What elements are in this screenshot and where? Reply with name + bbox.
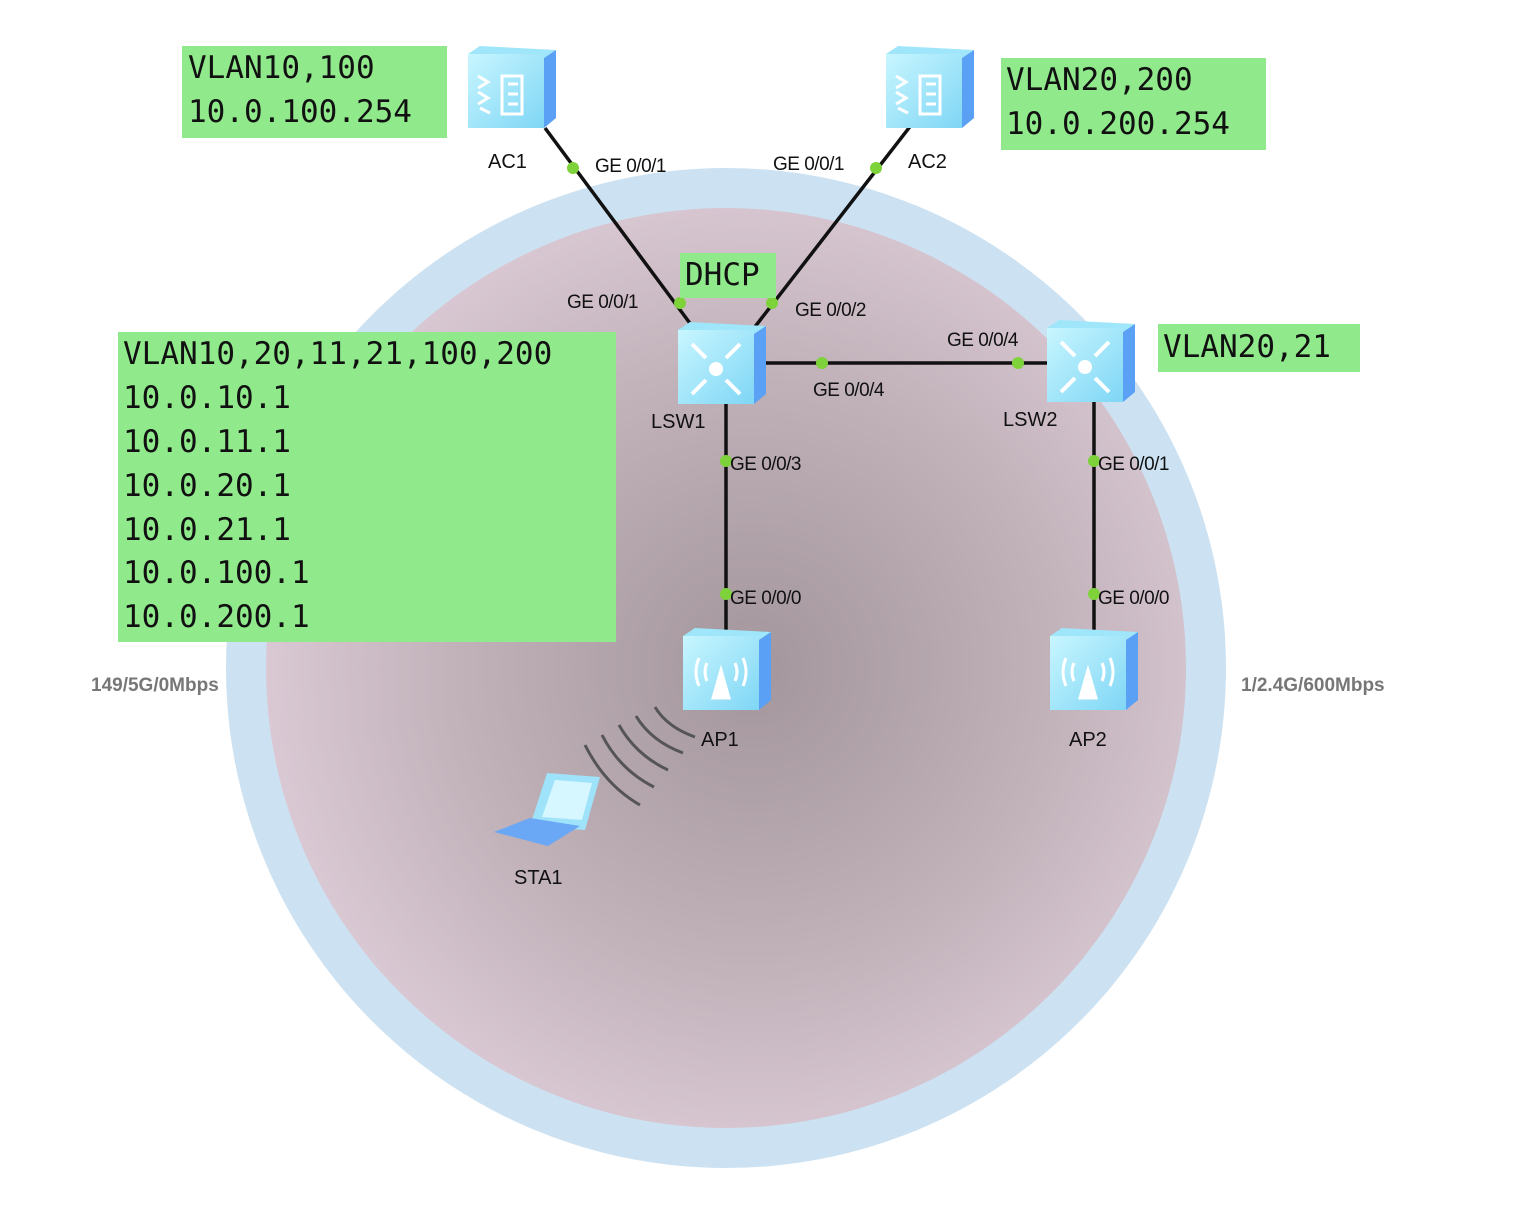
port-label: GE 0/0/1 [595, 156, 666, 177]
switch-icon [690, 342, 742, 396]
lsw1-device[interactable] [678, 322, 766, 404]
port-label: GE 0/0/1 [1098, 454, 1169, 475]
sta1-device[interactable] [494, 773, 600, 846]
note-line: DHCP [685, 257, 760, 293]
port-label: GE 0/0/4 [813, 380, 885, 401]
lsw2-label: LSW2 [1003, 409, 1057, 431]
links [543, 122, 1096, 632]
ap2-label: AP2 [1069, 729, 1107, 751]
port-dot [674, 297, 686, 309]
access-point-icon [1061, 657, 1115, 700]
ap1-device[interactable] [683, 628, 771, 710]
port-dot [1012, 357, 1024, 369]
port-dot [567, 162, 579, 174]
note-line: VLAN10,100 [188, 50, 375, 86]
port-dot [870, 162, 882, 174]
ac2-label: AC2 [908, 151, 947, 173]
link-ac1-lsw1[interactable] [543, 126, 694, 328]
port-dot [720, 455, 732, 467]
note-ac1[interactable]: VLAN10,100 10.0.100.254 [182, 46, 447, 138]
note-line: 10.0.100.1 [123, 555, 310, 591]
laptop-icon [494, 773, 600, 846]
port-dot [720, 588, 732, 600]
note-line: 10.0.10.1 [123, 380, 291, 416]
note-line: VLAN10,20,11,21,100,200 [123, 336, 552, 372]
note-lsw2[interactable]: VLAN20,21 [1158, 324, 1360, 372]
link-ac2-lsw1[interactable] [752, 122, 914, 330]
port-dot [766, 297, 778, 309]
note-lsw1[interactable]: VLAN10,20,11,21,100,200 10.0.10.1 10.0.1… [118, 332, 616, 642]
lsw1-label: LSW1 [651, 411, 705, 433]
port-label: GE 0/0/0 [1098, 588, 1169, 609]
ap2-radio-label: 1/2.4G/600Mbps [1241, 675, 1385, 696]
note-line: VLAN20,200 [1006, 62, 1193, 98]
ap1-label: AP1 [701, 729, 739, 751]
ac2-device[interactable] [886, 46, 974, 128]
note-line: 10.0.20.1 [123, 468, 291, 504]
access-controller-icon [895, 74, 942, 116]
port-dot [1088, 455, 1100, 467]
ap1-radio-label: 149/5G/0Mbps [91, 675, 219, 696]
note-line: 10.0.200.254 [1006, 106, 1230, 142]
note-line: 10.0.100.254 [188, 94, 412, 130]
note-line: 10.0.21.1 [123, 512, 291, 548]
note-line: VLAN20,21 [1163, 329, 1331, 365]
port-label: GE 0/0/0 [730, 588, 801, 609]
switch-icon [1059, 340, 1111, 394]
port-dot [816, 357, 828, 369]
access-point-icon [694, 657, 748, 700]
lsw2-device[interactable] [1047, 320, 1135, 402]
port-label: GE 0/0/1 [773, 154, 844, 175]
ap2-device[interactable] [1050, 628, 1138, 710]
port-label: GE 0/0/4 [947, 330, 1019, 351]
ac1-label: AC1 [488, 151, 527, 173]
note-line: 10.0.200.1 [123, 599, 310, 635]
note-line: 10.0.11.1 [123, 424, 291, 460]
port-label: GE 0/0/2 [795, 300, 866, 321]
port-label: GE 0/0/3 [730, 454, 801, 475]
port-dot [1088, 588, 1100, 600]
access-controller-icon [477, 74, 524, 116]
ac1-device[interactable] [468, 46, 556, 128]
note-dhcp[interactable]: DHCP [680, 253, 776, 298]
port-dots [567, 162, 1100, 600]
port-label: GE 0/0/1 [567, 292, 638, 313]
wireless-signal-icon [583, 706, 696, 807]
sta1-label: STA1 [514, 867, 563, 889]
note-ac2[interactable]: VLAN20,200 10.0.200.254 [1001, 58, 1266, 150]
